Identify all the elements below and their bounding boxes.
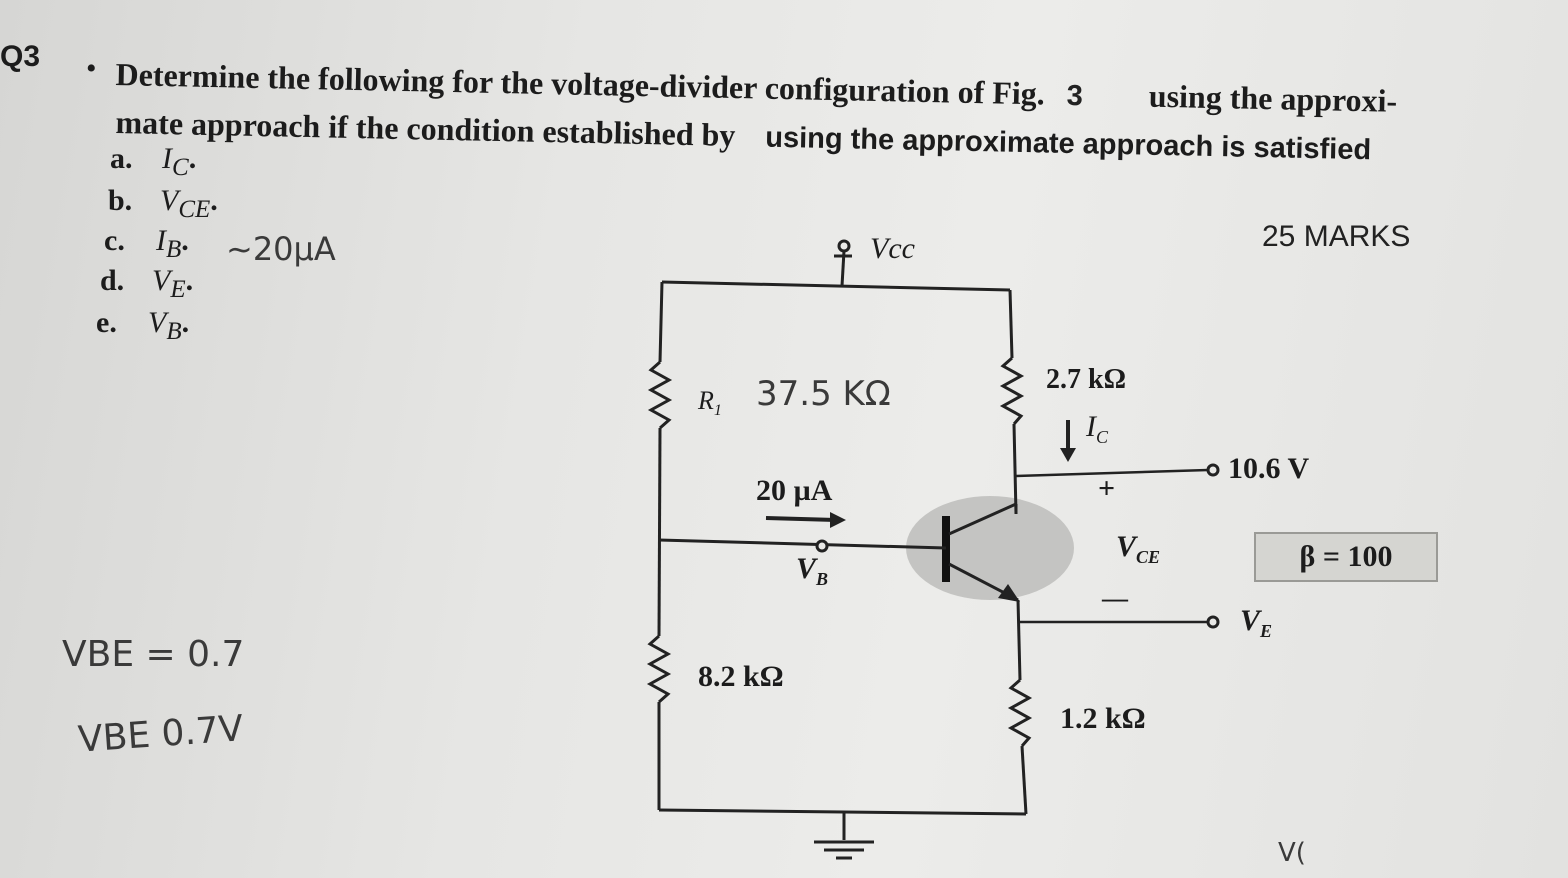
item-suffix: . bbox=[181, 306, 190, 339]
item-subscript: B bbox=[166, 236, 182, 263]
vce-plus: + bbox=[1098, 472, 1116, 505]
item-e: e. VB. bbox=[96, 306, 189, 346]
item-a: a. IC. bbox=[110, 142, 196, 182]
transistor-collector bbox=[948, 502, 1017, 536]
r2-value: 8.2 kΩ bbox=[698, 660, 784, 693]
ic-subscript: C bbox=[1096, 427, 1109, 447]
r2-resistor bbox=[646, 634, 672, 704]
item-symbol: V bbox=[152, 264, 171, 297]
left-wire-mid bbox=[657, 427, 662, 637]
item-letter: e. bbox=[96, 306, 117, 339]
item-symbol: V bbox=[160, 184, 179, 217]
item-letter: a. bbox=[110, 142, 133, 175]
item-subscript: B bbox=[166, 318, 182, 345]
left-wire-top bbox=[658, 281, 664, 363]
vce-label: VCE bbox=[1116, 530, 1160, 568]
item-letter: c. bbox=[104, 224, 125, 257]
r1-resistor bbox=[647, 360, 673, 430]
vce-subscript: CE bbox=[1136, 547, 1161, 567]
item-letter: b. bbox=[108, 184, 133, 217]
vc-output-wire bbox=[1015, 468, 1209, 478]
rc-value: 2.7 kΩ bbox=[1046, 364, 1126, 395]
vc-terminal bbox=[1206, 463, 1220, 477]
marks-label: 25 MARKS bbox=[1262, 220, 1411, 253]
item-symbol: I bbox=[162, 142, 172, 175]
rc-resistor bbox=[999, 356, 1025, 425]
right-wire-bottom bbox=[1020, 745, 1028, 815]
vb-symbol: V bbox=[796, 552, 817, 585]
bullet: • bbox=[86, 52, 97, 85]
item-suffix: . bbox=[210, 184, 218, 217]
ve-symbol: V bbox=[1240, 604, 1261, 637]
beta-box: β = 100 bbox=[1254, 532, 1438, 582]
vb-terminal bbox=[815, 539, 829, 553]
question-number: Q3 bbox=[0, 40, 41, 73]
emitter-arrow bbox=[998, 584, 1020, 602]
vc-value: 10.6 V bbox=[1228, 452, 1310, 485]
item-subscript: C bbox=[172, 154, 189, 181]
item-subscript: CE bbox=[178, 196, 211, 223]
item-suffix: . bbox=[181, 224, 189, 257]
item-suffix: . bbox=[188, 142, 197, 175]
item-symbol: V bbox=[148, 306, 167, 339]
r1-subscript: 1 bbox=[713, 402, 722, 420]
top-rail bbox=[661, 280, 1011, 292]
vb-label: VB bbox=[796, 552, 828, 590]
item-suffix: . bbox=[185, 264, 194, 297]
base-wire bbox=[658, 538, 947, 550]
ve-terminal bbox=[1206, 615, 1220, 629]
right-wire-top bbox=[1008, 289, 1014, 359]
ic-label: IC bbox=[1086, 410, 1108, 448]
vcc-terminal bbox=[837, 239, 851, 253]
vb-subscript: B bbox=[816, 569, 829, 589]
ic-arrow-head bbox=[1060, 448, 1076, 462]
ib-arrow-head bbox=[830, 512, 846, 528]
re-resistor bbox=[1007, 678, 1033, 747]
ib-value: 20 µA bbox=[756, 474, 833, 507]
collector-wire bbox=[1012, 423, 1018, 515]
item-subscript: E bbox=[170, 276, 186, 303]
handwritten-vbe-note-1: VBE = 0.7 bbox=[62, 634, 245, 675]
r1-symbol: R bbox=[698, 386, 714, 415]
ic-symbol: I bbox=[1086, 410, 1096, 443]
handwritten-r1-value: 37.5 KΩ bbox=[756, 374, 891, 414]
vcc-label: Vcc bbox=[870, 232, 915, 265]
item-d: d. VE. bbox=[100, 264, 193, 304]
re-value: 1.2 kΩ bbox=[1060, 702, 1146, 735]
r1-label: R1 bbox=[698, 386, 722, 420]
ib-arrow-shaft bbox=[765, 516, 837, 522]
item-b: b. VCE. bbox=[108, 184, 218, 224]
handwritten-ib-answer: ~20µA bbox=[226, 230, 336, 268]
item-letter: d. bbox=[100, 264, 125, 297]
item-symbol: I bbox=[156, 224, 166, 257]
ve-label: VE bbox=[1240, 604, 1272, 642]
ve-subscript: E bbox=[1260, 621, 1273, 641]
handwritten-bottom-right: V( bbox=[1278, 838, 1306, 868]
vce-minus: — bbox=[1102, 584, 1128, 613]
item-c: c. IB. bbox=[104, 224, 189, 264]
emitter-wire bbox=[1016, 599, 1022, 681]
vce-symbol: V bbox=[1116, 530, 1137, 563]
